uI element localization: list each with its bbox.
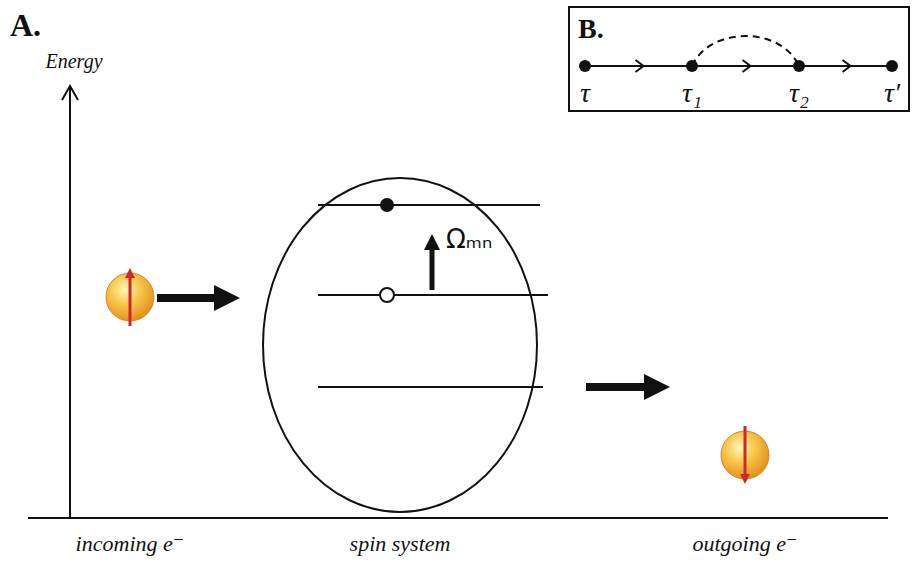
time-point <box>886 60 898 72</box>
time-point <box>579 60 591 72</box>
direction-chevron <box>843 60 851 72</box>
flow-arrow <box>586 383 648 391</box>
incoming-electron-shape <box>105 262 155 332</box>
inset-box: B. τ τ₁ τ₂ τ′ <box>568 6 910 112</box>
system-outline <box>263 178 537 512</box>
axis-label: spin system <box>350 532 451 556</box>
time-line <box>585 65 892 67</box>
time-point <box>686 60 698 72</box>
interaction-arc <box>692 36 799 66</box>
energy-level <box>318 294 548 296</box>
energy-axis <box>69 86 71 518</box>
axis-label: outgoing e⁻ <box>692 532 797 556</box>
axis-arrowhead <box>62 86 78 100</box>
transition-label: Ωₘₙ <box>446 225 492 254</box>
spin-arrow <box>744 426 747 476</box>
spin-arrow <box>129 276 132 326</box>
axis-label: Energy <box>45 50 102 72</box>
incoming-electron: incoming e⁻ <box>105 262 155 332</box>
inset-box-shape <box>570 8 912 114</box>
outgoing-electron: outgoing e⁻ <box>720 420 770 490</box>
time-label: τ <box>580 78 590 109</box>
spin-system: Ωₘₙspin system <box>262 177 538 513</box>
time-label: τ₁ <box>682 78 702 109</box>
baseline <box>28 517 888 519</box>
time-point <box>793 60 805 72</box>
direction-chevron <box>743 60 751 72</box>
energy-level <box>318 386 543 388</box>
panel-letter: B. <box>578 14 604 45</box>
filled-state <box>380 198 394 212</box>
direction-chevron <box>636 60 644 72</box>
axis-label: incoming e⁻ <box>76 532 185 556</box>
empty-state <box>380 288 394 302</box>
excitation-arrow <box>430 247 435 290</box>
outgoing-electron-shape <box>720 420 770 490</box>
flow-arrow <box>157 294 218 302</box>
spin-system-shape <box>262 177 538 513</box>
energy-level <box>318 204 540 206</box>
time-label: τ₂ <box>789 78 809 109</box>
time-label: τ′ <box>884 78 900 109</box>
panel-letter: A. <box>10 8 41 43</box>
